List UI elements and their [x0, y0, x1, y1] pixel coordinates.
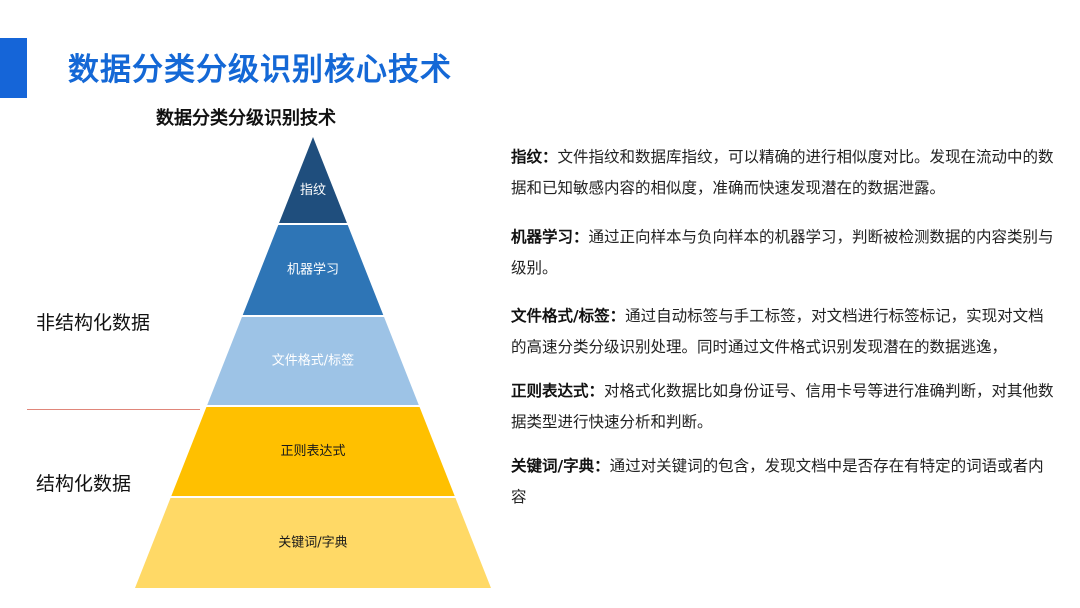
description-text: 通过对关键词的包含，发现文档中是否存在有特定的词语或者内容 — [511, 457, 1044, 506]
description-term: 关键词/字典： — [511, 457, 610, 475]
description-keyword-dictionary: 关键词/字典：通过对关键词的包含，发现文档中是否存在有特定的词语或者内容 — [511, 451, 1056, 513]
description-file-format-tag: 文件格式/标签：通过自动标签与手工标签，对文档进行标签标记，实现对文档的高速分类… — [511, 301, 1056, 363]
description-term: 指纹： — [511, 148, 558, 166]
layer-file-format-tag — [207, 317, 419, 405]
layer-fingerprint-label: 指纹 — [300, 183, 326, 198]
description-fingerprint: 指纹：文件指纹和数据库指纹，可以精确的进行相似度对比。发现在流动中的数据和已知敏… — [511, 142, 1056, 204]
description-term: 正则表达式： — [511, 382, 605, 400]
pyramid-title: 数据分类分级识别技术 — [156, 108, 336, 129]
structured-data-label: 结构化数据 — [36, 473, 132, 495]
description-term: 机器学习： — [511, 228, 589, 246]
description-text: 通过正向样本与负向样本的机器学习，判断被检测数据的内容类别与级别。 — [511, 228, 1054, 277]
page-title: 数据分类分级识别核心技术 — [68, 52, 452, 88]
layer-machine-learning — [242, 225, 384, 315]
data-type-divider — [27, 409, 200, 410]
layer-keyword-dictionary — [135, 498, 491, 588]
title-accent-bar — [0, 38, 27, 98]
layer-regex-label: 正则表达式 — [280, 444, 345, 459]
layer-file-format-tag-label: 文件格式/标签 — [272, 353, 354, 369]
description-text: 文件指纹和数据库指纹，可以精确的进行相似度对比。发现在流动中的数据和已知敏感内容… — [511, 148, 1054, 197]
layer-keyword-dictionary-label: 关键词/字典 — [278, 536, 347, 551]
description-text: 通过自动标签与手工标签，对文档进行标签标记，实现对文档的高速分类分级识别处理。同… — [511, 307, 1044, 356]
description-term: 文件格式/标签： — [511, 307, 626, 325]
description-regex: 正则表达式：对格式化数据比如身份证号、信用卡号等进行准确判断，对其他数据类型进行… — [511, 376, 1056, 438]
description-text: 对格式化数据比如身份证号、信用卡号等进行准确判断，对其他数据类型进行快速分析和判… — [511, 382, 1054, 431]
description-machine-learning: 机器学习：通过正向样本与负向样本的机器学习，判断被检测数据的内容类别与级别。 — [511, 222, 1056, 284]
layer-fingerprint — [279, 137, 347, 223]
layer-regex — [171, 407, 455, 496]
technique-descriptions: 指纹：文件指纹和数据库指纹，可以精确的进行相似度对比。发现在流动中的数据和已知敏… — [511, 142, 1056, 513]
layer-machine-learning-label: 机器学习 — [287, 262, 339, 278]
unstructured-data-label: 非结构化数据 — [36, 312, 151, 334]
